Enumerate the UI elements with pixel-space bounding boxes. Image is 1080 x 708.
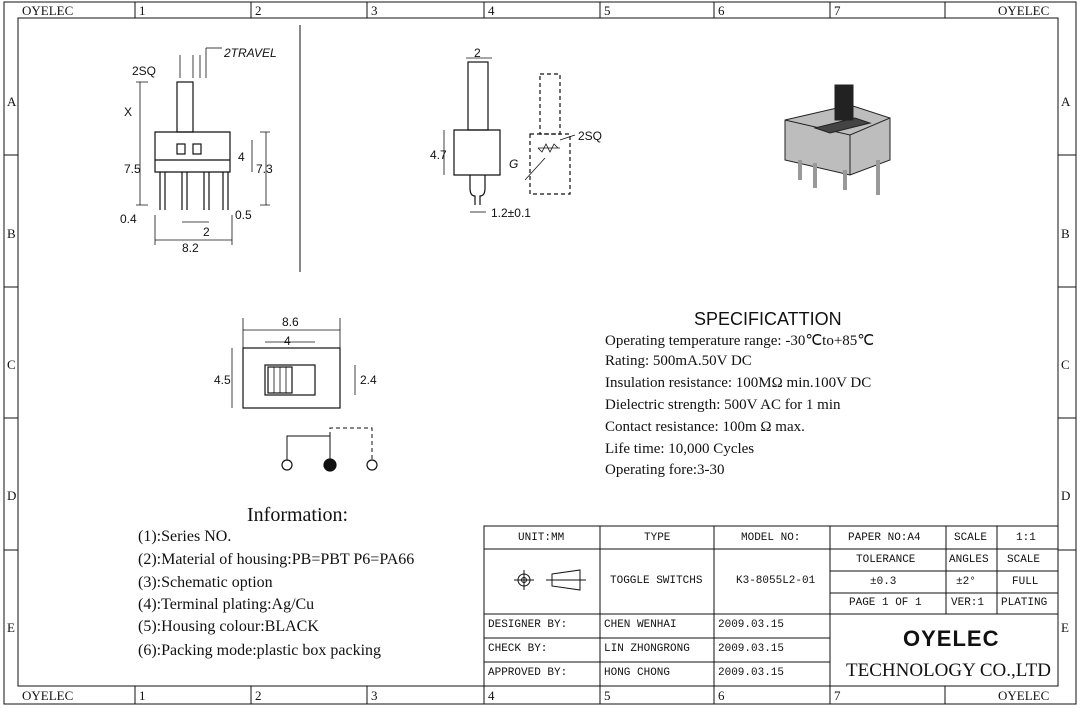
col-label-2: 2 bbox=[255, 3, 262, 18]
company-logo: OYELEC bbox=[903, 626, 1000, 651]
tb-type-value: TOGGLE SWITCHS bbox=[610, 575, 703, 587]
specification-title: SPECIFICATTION bbox=[694, 309, 842, 329]
tb-scale-label-2: SCALE bbox=[1007, 554, 1041, 566]
tb-check-label: CHECK BY: bbox=[488, 643, 548, 655]
corner-label-bottom-left: OYELEC bbox=[22, 688, 74, 703]
tb-scale-value-2: FULL bbox=[1012, 576, 1039, 588]
tb-angles-value: ±2° bbox=[956, 576, 976, 588]
tb-check-date: 2009.03.15 bbox=[718, 643, 785, 655]
tb-unit: UNIT:MM bbox=[518, 532, 565, 544]
dim-top-2: 2 bbox=[474, 46, 481, 60]
spec-line-contact: Contact resistance: 100m Ω max. bbox=[605, 419, 805, 435]
tb-tolerance-value: ±0.3 bbox=[870, 576, 897, 588]
info-line-material: (2):Material of housing:PB=PBT P6=PA66 bbox=[138, 551, 415, 568]
col-label-5: 5 bbox=[604, 3, 611, 18]
row-label-b-right: B bbox=[1061, 226, 1070, 241]
tb-angles-label: ANGLES bbox=[949, 554, 989, 566]
dim-1-2: 1.2±0.1 bbox=[491, 206, 531, 220]
tb-checker-name: LIN ZHONGRONG bbox=[604, 643, 690, 655]
tb-type-label: TYPE bbox=[644, 532, 671, 544]
dim-8-6: 8.6 bbox=[282, 315, 299, 329]
row-label-a-right: A bbox=[1061, 94, 1071, 109]
dim-7-5: 7.5 bbox=[124, 162, 141, 176]
row-label-a: A bbox=[7, 94, 17, 109]
col-label-3-bottom: 3 bbox=[371, 688, 378, 703]
col-label-4-bottom: 4 bbox=[488, 688, 495, 703]
row-label-e: E bbox=[7, 620, 15, 635]
tb-approved-date: 2009.03.15 bbox=[718, 667, 785, 679]
tb-designer-label: DESIGNER BY: bbox=[488, 619, 568, 631]
row-label-d-right: D bbox=[1061, 488, 1071, 503]
corner-label-top-left: OYELEC bbox=[22, 3, 74, 18]
projection-symbol-icon bbox=[510, 568, 590, 593]
dim-0-5: 0.5 bbox=[235, 208, 252, 222]
dim-2travel: 2TRAVEL bbox=[224, 46, 277, 60]
spec-line-temperature: Operating temperature range: -30℃to+85℃ bbox=[605, 333, 875, 349]
spec-line-force: Operating fore:3-30 bbox=[605, 462, 725, 478]
info-line-packing: (6):Packing mode:plastic box packing bbox=[138, 642, 382, 659]
tb-model-label: MODEL NO: bbox=[741, 532, 801, 544]
row-label-e-right: E bbox=[1061, 620, 1069, 635]
col-label-1: 1 bbox=[139, 3, 146, 18]
dim-7-3: 7.3 bbox=[256, 162, 273, 176]
dim-8-2: 8.2 bbox=[182, 241, 199, 255]
dim-4: 4 bbox=[238, 150, 245, 164]
tb-approver-name: HONG CHONG bbox=[604, 667, 671, 679]
tb-scale-label: SCALE bbox=[954, 532, 988, 544]
dim-pitch-2: 2 bbox=[203, 225, 210, 239]
dim-2-4: 2.4 bbox=[360, 373, 377, 387]
info-line-schematic: (3):Schematic option bbox=[138, 574, 273, 591]
dim-x: X bbox=[124, 105, 133, 119]
tb-paper: PAPER NO:A4 bbox=[848, 532, 921, 544]
company-name: TECHNOLOGY CO.,LTD bbox=[846, 660, 1051, 681]
spec-line-life: Life time: 10,000 Cycles bbox=[605, 441, 755, 457]
corner-label-bottom-right: OYELEC bbox=[998, 688, 1050, 703]
spec-line-insulation: Insulation resistance: 100MΩ min.100V DC bbox=[605, 375, 872, 391]
info-line-series: (1):Series NO. bbox=[138, 528, 232, 545]
tb-ver: VER:1 bbox=[951, 597, 985, 609]
row-label-b: B bbox=[7, 226, 16, 241]
col-label-2-bottom: 2 bbox=[255, 688, 262, 703]
tb-tolerance-label: TOLERANCE bbox=[856, 554, 916, 566]
tb-approved-label: APPROVED BY: bbox=[488, 667, 568, 679]
col-label-4: 4 bbox=[488, 3, 495, 18]
info-line-plating: (4):Terminal plating:Ag/Cu bbox=[138, 596, 315, 613]
dim-slot-4: 4 bbox=[284, 334, 291, 348]
dim-4-7: 4.7 bbox=[430, 148, 447, 162]
dim-2sq: 2SQ bbox=[132, 64, 157, 78]
row-label-c: C bbox=[7, 357, 16, 372]
tb-scale-value: 1:1 bbox=[1016, 532, 1036, 544]
spec-line-dielectric: Dielectric strength: 500V AC for 1 min bbox=[605, 397, 841, 413]
col-label-7: 7 bbox=[834, 3, 841, 18]
dim-4-5: 4.5 bbox=[214, 373, 231, 387]
info-line-colour: (5):Housing colour:BLACK bbox=[138, 618, 319, 635]
col-label-6-bottom: 6 bbox=[718, 688, 725, 703]
col-label-7-bottom: 7 bbox=[834, 688, 841, 703]
tb-model-value: K3-8055L2-01 bbox=[736, 575, 816, 587]
row-label-d: D bbox=[7, 488, 17, 503]
dim-0-4: 0.4 bbox=[120, 212, 137, 226]
col-label-1-bottom: 1 bbox=[139, 688, 146, 703]
col-label-3: 3 bbox=[371, 3, 378, 18]
row-label-c-right: C bbox=[1061, 357, 1070, 372]
information-title: Information: bbox=[247, 504, 349, 526]
tb-plating: PLATING bbox=[1001, 597, 1048, 609]
tb-designer-date: 2009.03.15 bbox=[718, 619, 785, 631]
corner-label-top-right: OYELEC bbox=[998, 3, 1050, 18]
dim-front-2sq: 2SQ bbox=[578, 129, 603, 143]
dim-g: G bbox=[509, 157, 519, 171]
tb-designer-name: CHEN WENHAI bbox=[604, 619, 677, 631]
col-label-6: 6 bbox=[718, 3, 725, 18]
col-label-5-bottom: 5 bbox=[604, 688, 611, 703]
spec-line-rating: Rating: 500mA.50V DC bbox=[605, 353, 752, 369]
tb-page: PAGE 1 OF 1 bbox=[849, 597, 922, 609]
